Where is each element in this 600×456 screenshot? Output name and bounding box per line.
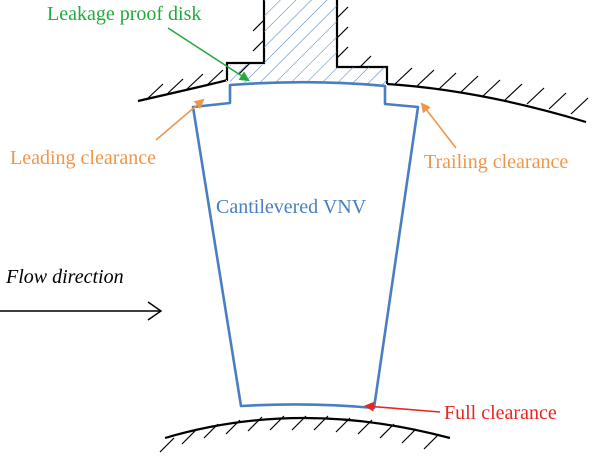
trailing-clearance-arrow: [420, 102, 457, 149]
trailing-clearance-label: Trailing clearance: [424, 151, 568, 173]
leakage-proof-disk-region: [230, 0, 387, 86]
leakage-proof-disk-arrow: [167, 27, 250, 82]
full-clearance-arrow: [364, 401, 441, 413]
flow-direction-label: Flow direction: [5, 266, 124, 288]
hub-casing: [159, 415, 451, 453]
leading-clearance-arrow: [155, 98, 205, 141]
full-clearance-label: Full clearance: [444, 402, 557, 424]
vnv-blade-outline: [191, 80, 420, 410]
leakage-proof-disk-label: Leakage proof disk: [47, 3, 201, 25]
cantilevered-vnv-label: Cantilevered VNV: [216, 196, 367, 218]
leading-clearance-label: Leading clearance: [10, 147, 156, 169]
flow-direction-arrow: [0, 301, 163, 321]
